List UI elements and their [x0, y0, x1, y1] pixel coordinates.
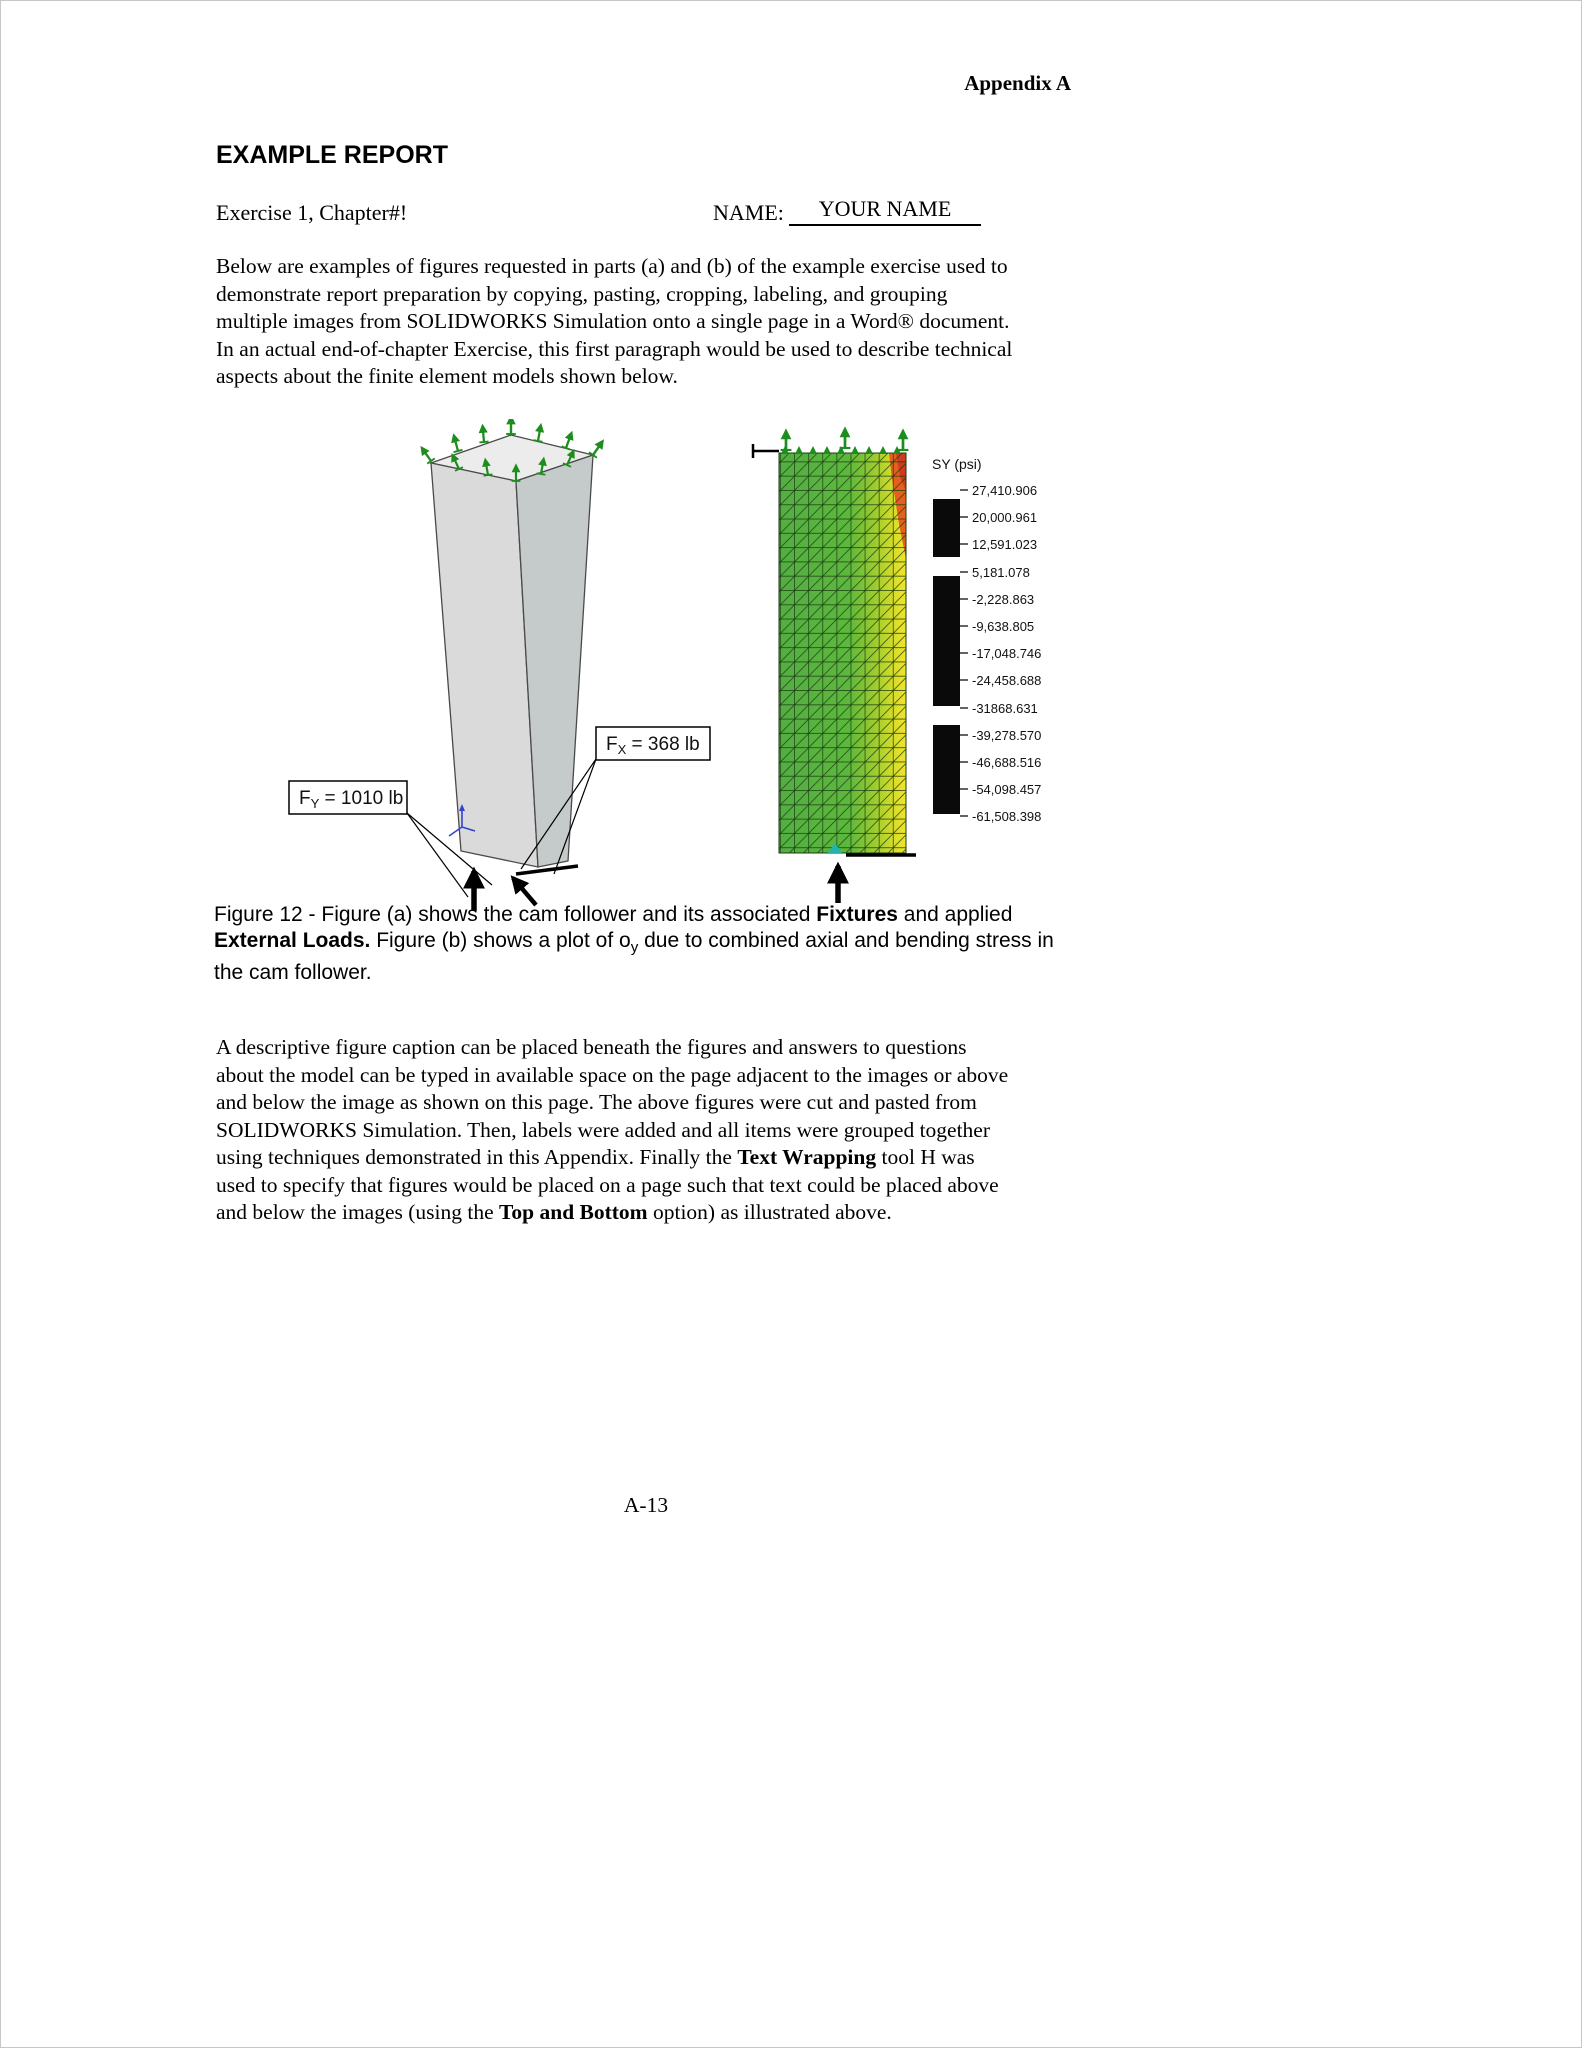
caption-run: and applied [897, 903, 1013, 926]
exercise-row: Exercise 1, Chapter#! NAME: YOUR NAME [216, 196, 1076, 234]
figures-canvas: FX = 368 lb FY = 1010 lb [288, 419, 1041, 911]
figure-area: FX = 368 lb FY = 1010 lb [216, 419, 1376, 919]
closing-paragraph: A descriptive figure caption can be plac… [216, 1034, 1016, 1227]
reaction-marker [828, 843, 842, 853]
legend-colorbar-segment [933, 576, 960, 706]
legend-value: -24,458.688 [972, 673, 1041, 688]
legend-title: SY (psi) [932, 456, 982, 472]
fy-callout-box [288, 780, 408, 815]
caption-run-bold: External Loads. [214, 928, 371, 952]
legend-value: 12,591.023 [972, 537, 1037, 552]
page-number: A-13 [623, 1493, 669, 1517]
fx-callout-label: FX = 368 lb [606, 734, 700, 757]
legend-value: -2,228.863 [972, 592, 1034, 607]
caption-subscript: y [630, 938, 639, 956]
fy-leader-line [406, 812, 493, 886]
closing-run: option) as illustrated above. [647, 1200, 892, 1224]
exercise-label: Exercise 1, Chapter#! [216, 200, 408, 225]
legend-value: 5,181.078 [972, 565, 1030, 580]
base-edge-line [515, 864, 579, 876]
name-value-field: YOUR NAME [789, 196, 981, 226]
closing-run-bold: Text Wrapping [737, 1145, 877, 1169]
legend-value: -31868.631 [972, 701, 1038, 716]
fy-callout-label: FY = 1010 lb [299, 788, 403, 811]
legend-value: -39,278.570 [972, 728, 1041, 743]
caption-run: Figure (b) shows a plot of o [370, 928, 631, 952]
legend-value: -54,098.457 [972, 782, 1041, 797]
appendix-header: Appendix A [964, 71, 1071, 95]
page-title: EXAMPLE REPORT [216, 141, 448, 169]
closing-run-bold: Top and Bottom [499, 1200, 648, 1224]
fy-leader-line [406, 812, 469, 898]
fx-callout-box [595, 726, 711, 761]
caption-run-bold: Fixtures [816, 903, 898, 926]
closing-run: tool H was used to specify that figures … [216, 1145, 999, 1224]
legend-ticks [960, 489, 968, 817]
legend-value: 27,410.906 [972, 483, 1037, 498]
fixture-arrows-b [779, 425, 910, 454]
legend-value: -9,638.805 [972, 619, 1034, 634]
figure-a-cam-follower: FX = 368 lb FY = 1010 lb [288, 419, 711, 911]
caption-run: due to combined axial and bending stress… [214, 928, 1054, 985]
load-arrow-fx [510, 875, 538, 907]
caption-run: Figure 12 - Figure (a) shows the cam fol… [214, 903, 817, 926]
mesh-overlay [778, 452, 907, 854]
legend-value: -61,508.398 [972, 809, 1041, 824]
name-label: NAME: [713, 200, 784, 225]
legend-value: -17,048.746 [972, 646, 1041, 661]
fx-leader-line [553, 758, 597, 875]
legend-value: -46,688.516 [972, 755, 1041, 770]
intro-paragraph: Below are examples of figures requested … [216, 254, 1013, 388]
figure-b-stress-plot [751, 425, 916, 903]
figure-caption: Figure 12 - Figure (a) shows the cam fol… [214, 902, 1082, 986]
clamp-symbol [751, 444, 779, 458]
legend-colorbar-segment [933, 499, 960, 557]
coordinate-triad-icon [448, 804, 476, 837]
legend-value: 20,000.961 [972, 510, 1037, 525]
stress-legend: SY (psi) [932, 456, 1041, 824]
closing-run: A descriptive figure caption can be plac… [216, 1035, 1009, 1169]
fx-leader-line [520, 758, 597, 870]
legend-colorbar-segment [933, 725, 960, 814]
